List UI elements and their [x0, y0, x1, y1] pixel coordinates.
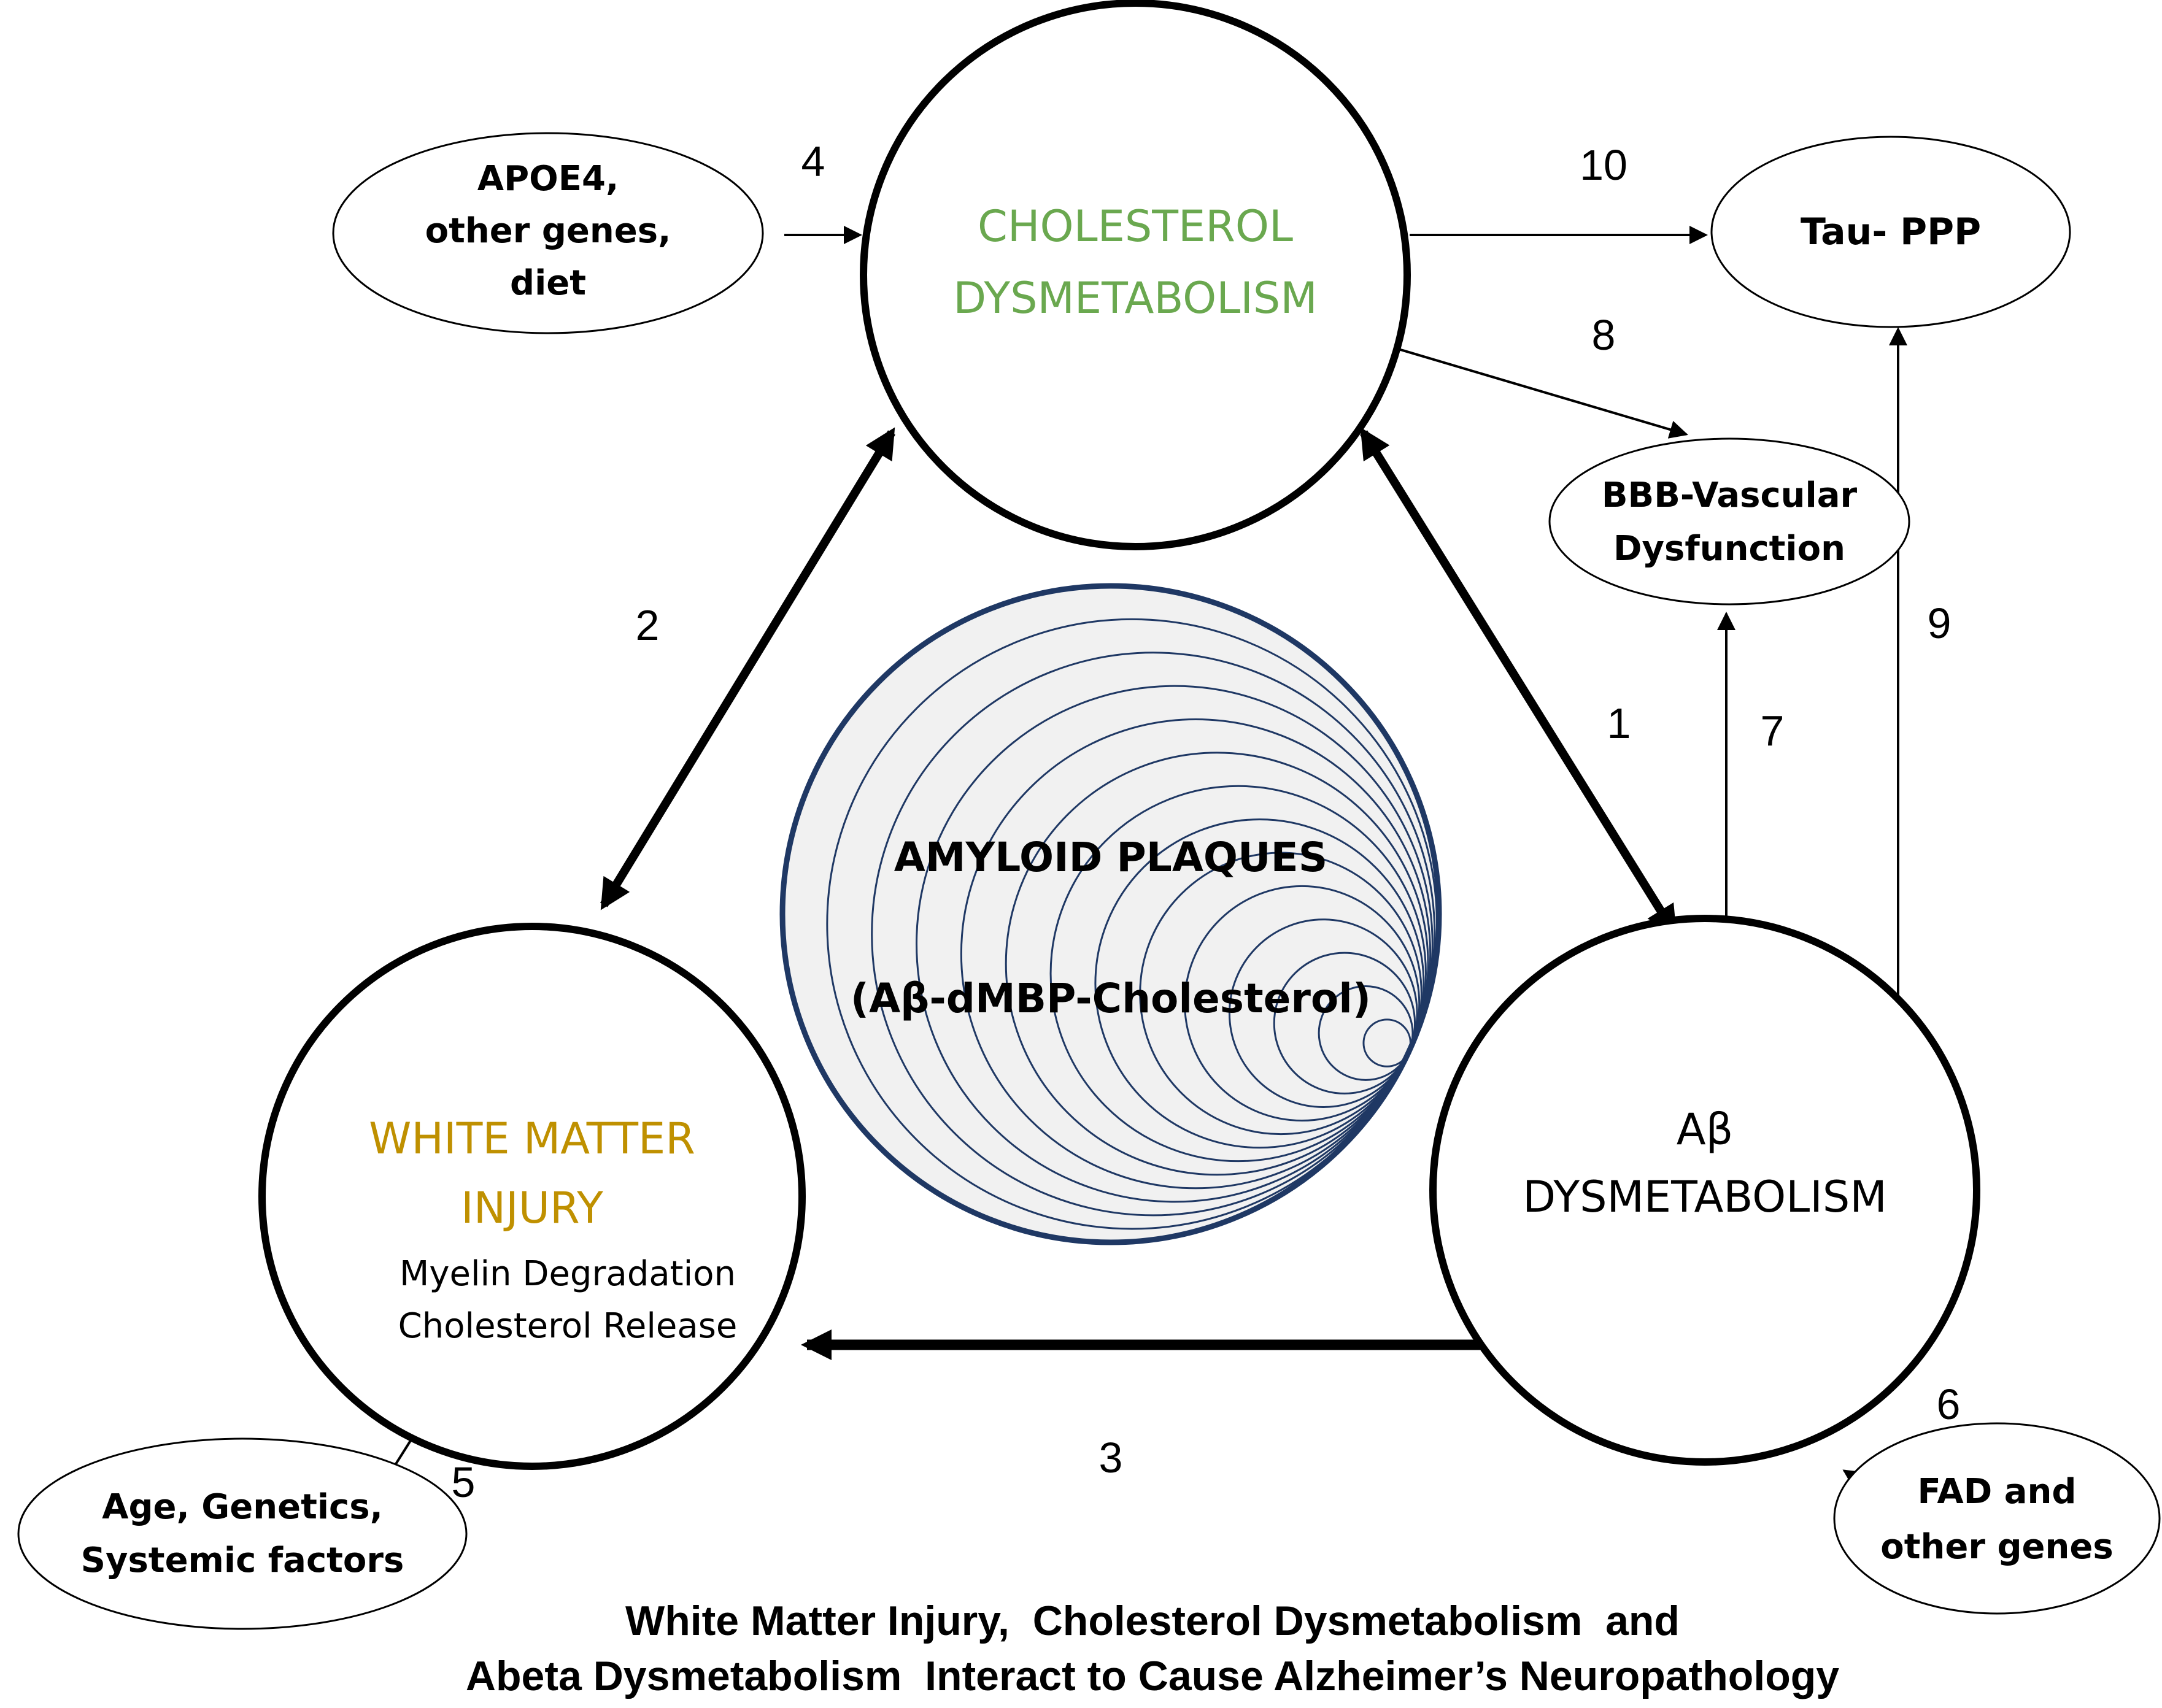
white-matter-sub-line1: Myelin Degradation	[400, 1254, 736, 1294]
bbb-line1: BBB-Vascular	[1602, 475, 1858, 515]
age-genetics-oval: Age, Genetics, Systemic factors	[17, 1437, 468, 1630]
abeta-title-line1: Aβ	[1677, 1104, 1734, 1155]
amyloid-plaques-node: AMYLOID PLAQUES (Aβ-dMBP-Cholesterol)	[779, 583, 1442, 1245]
edge-8-arrow	[1394, 347, 1688, 439]
apoe4-line1: APOE4,	[477, 159, 619, 199]
tau-label: Tau- PPP	[1801, 210, 1981, 253]
plaque-ring	[1228, 918, 1418, 1108]
plaque-ring	[1139, 852, 1423, 1136]
cholesterol-title-line1: CHOLESTEROL	[978, 201, 1293, 252]
edge-label-8: 8	[1592, 311, 1616, 359]
plaques-title: AMYLOID PLAQUES	[894, 834, 1328, 881]
plaque-ring	[1273, 952, 1416, 1094]
edge-label-3: 3	[1099, 1434, 1123, 1482]
edge-label-7: 7	[1761, 707, 1785, 755]
cholesterol-title-line2: DYSMETABOLISM	[953, 273, 1317, 323]
bbb-vascular-oval: BBB-Vascular Dysfunction	[1548, 437, 1910, 606]
plaque-ring	[960, 718, 1432, 1190]
edge-label-5: 5	[452, 1458, 476, 1506]
edge-label-2: 2	[636, 601, 660, 649]
plaques-subtitle: (Aβ-dMBP-Cholesterol)	[851, 975, 1371, 1022]
abeta-title-line2: DYSMETABOLISM	[1523, 1172, 1886, 1222]
plaque-ring	[1318, 985, 1414, 1081]
edge-2-arrow	[600, 427, 895, 910]
fad-line1: FAD and	[1918, 1472, 2077, 1512]
bbb-line2: Dysfunction	[1613, 529, 1845, 569]
plaque-ring	[1184, 885, 1421, 1122]
edge-1-arrow	[1360, 427, 1677, 937]
plaque-ring	[916, 685, 1434, 1203]
cholesterol-dysmetabolism-node: CHOLESTEROL DYSMETABOLISM	[860, 0, 1411, 550]
plaque-ring	[1049, 785, 1427, 1163]
caption-line1: White Matter Injury, Cholesterol Dysmeta…	[625, 1598, 1680, 1644]
white-matter-title-line2: INJURY	[461, 1183, 603, 1233]
age-line1: Age, Genetics,	[102, 1487, 383, 1527]
apoe4-oval: APOE4, other genes, diet	[332, 132, 764, 334]
edge-label-9: 9	[1928, 599, 1952, 647]
edge-label-6: 6	[1937, 1380, 1961, 1428]
caption-line2: Abeta Dysmetabolism Interact to Cause Al…	[466, 1653, 1839, 1699]
abeta-dysmetabolism-node: Aβ DYSMETABOLISM	[1429, 915, 1980, 1466]
apoe4-line2: other genes,	[425, 211, 671, 251]
plaque-ring	[1005, 752, 1429, 1176]
fad-line2: other genes	[1880, 1527, 2113, 1567]
apoe4-line3: diet	[510, 263, 586, 303]
edge-label-1: 1	[1607, 699, 1631, 747]
fad-genes-oval: FAD and other genes	[1833, 1422, 2161, 1615]
tau-ppp-oval: Tau- PPP	[1710, 136, 2071, 328]
plaque-ring	[1094, 818, 1425, 1149]
white-matter-injury-node: WHITE MATTER INJURY Myelin Degradation C…	[258, 923, 806, 1470]
edge-label-4: 4	[801, 137, 825, 185]
edge-label-10: 10	[1580, 141, 1627, 189]
age-line2: Systemic factors	[81, 1541, 404, 1580]
white-matter-title-line1: WHITE MATTER	[369, 1114, 695, 1164]
white-matter-sub-line2: Cholesterol Release	[398, 1306, 738, 1346]
